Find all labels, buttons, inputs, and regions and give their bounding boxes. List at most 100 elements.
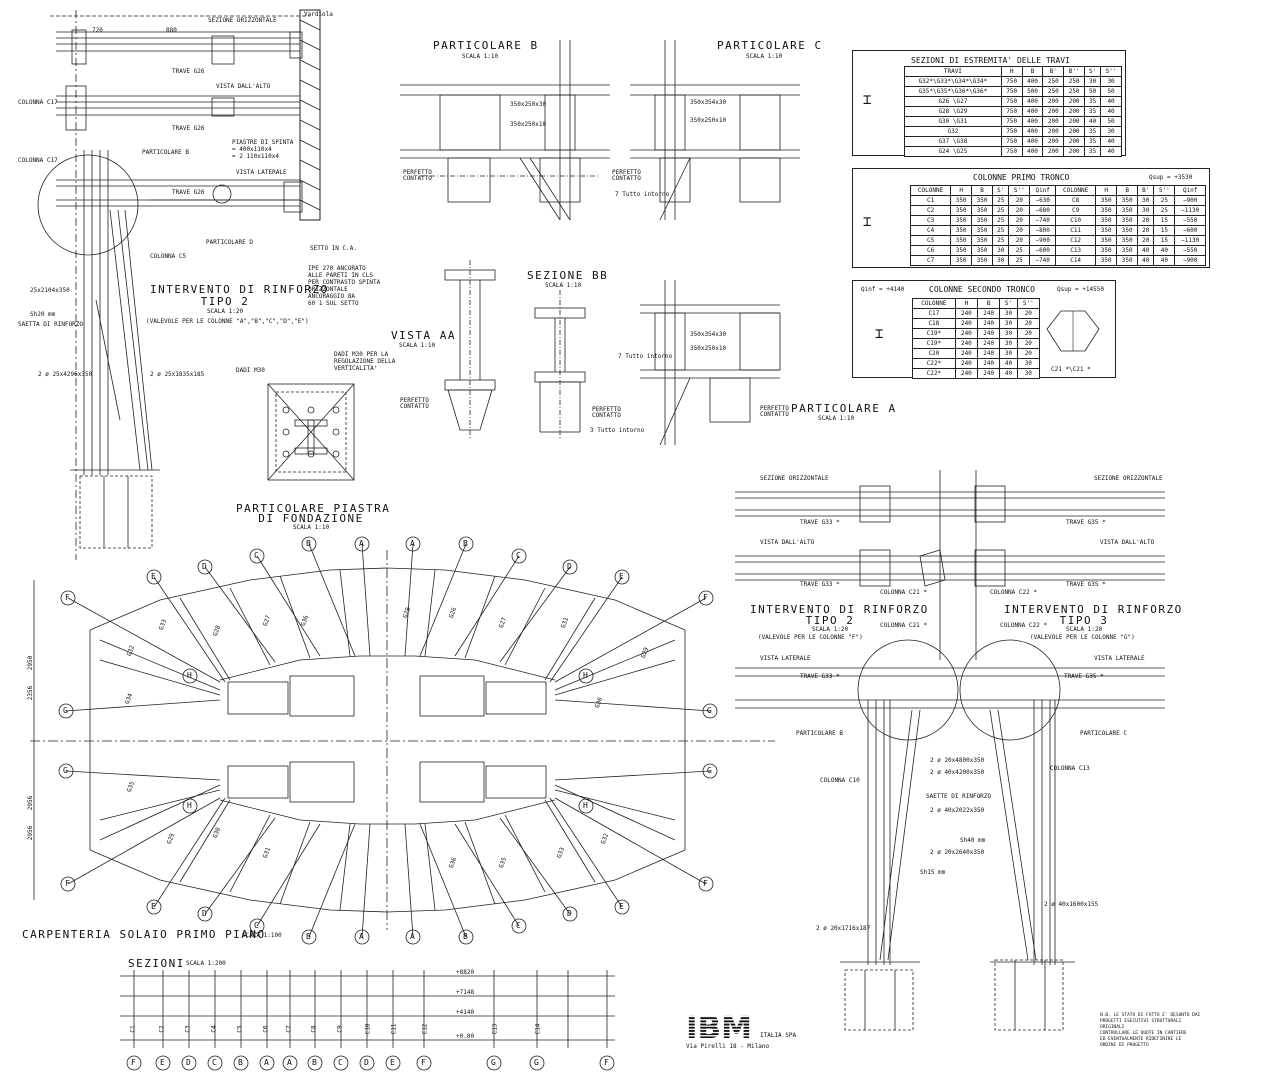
rb-vista-laterale-2: VISTA LATERALE <box>1094 655 1145 662</box>
sezioni-elevation-drawing <box>120 970 615 1071</box>
particolare-b-tutto: 7 Tutto intorno <box>615 191 670 198</box>
th: B <box>971 185 994 196</box>
table-cell: 350 <box>1116 215 1139 226</box>
table-cell: 350 <box>950 195 973 206</box>
table-cell: 30 <box>992 245 1010 256</box>
table-cell: −550 <box>1174 215 1206 226</box>
table-cell: 350 <box>1116 205 1139 216</box>
piastre-size-1: = 400x110x4 <box>232 146 272 153</box>
plan-side-axis-label-left: F <box>65 879 70 888</box>
table-cell: 40 <box>1100 106 1122 117</box>
sezioni-scale: SCALA 1:200 <box>186 960 226 967</box>
th-b: B <box>1021 66 1044 77</box>
table-cell: −600 <box>1174 225 1206 236</box>
saetta-label: SAETTA DI RINFORZO <box>18 321 84 328</box>
th: B' <box>1137 185 1155 196</box>
table-cell: G32 <box>904 126 1002 137</box>
table-cell: −550 <box>1174 245 1206 256</box>
table-cell: 750 <box>1000 96 1023 107</box>
plan-dim-label: 2950 <box>27 655 35 671</box>
table-cell: G35*\G35*\G36*\G36* <box>904 86 1002 97</box>
plan-h-axis-label: H <box>187 801 192 810</box>
th-travi: TRAVI <box>904 66 1002 77</box>
table-cell: 15 <box>1153 215 1176 226</box>
table-cell: 350 <box>950 255 973 266</box>
table-cell: 20 <box>1016 308 1041 319</box>
table-cell: 350 <box>1095 215 1118 226</box>
table-cell: −800 <box>1029 225 1057 236</box>
th: Qinf <box>1029 185 1057 196</box>
table-cell: 400 <box>1021 96 1044 107</box>
ibm-logo: IBM <box>686 1014 752 1040</box>
sezioni-column-label: C14 <box>534 1023 542 1035</box>
th: Qinf <box>1174 185 1206 196</box>
table-cell: 350 <box>1116 195 1139 206</box>
plan-top-axis-label: A <box>359 539 364 548</box>
particolare-b-pl1: 350x250x30 <box>510 101 547 108</box>
piastra-title-line1: PARTICOLARE PIASTRA <box>236 502 391 515</box>
dim-880: 880 <box>166 27 177 34</box>
table-cell: C14 <box>1055 255 1097 266</box>
table-cell: 240 <box>977 358 1001 369</box>
sezione-bb-vista-aa-drawing <box>444 260 586 440</box>
table-cell: 25 <box>992 225 1010 236</box>
table-cell: 25 <box>1153 205 1176 216</box>
plan-top-axis-label: C <box>516 551 521 560</box>
plan-side-axis-label-right: G <box>707 766 712 775</box>
table-cell: 30 <box>999 348 1018 359</box>
rb-colonna-c22-2: COLONNA C22 * <box>1000 622 1047 629</box>
table-cell: 20 <box>1137 225 1155 236</box>
octagon-section-icon <box>1046 310 1100 352</box>
table-cell: 750 <box>1000 136 1023 147</box>
vista-aa-perfetto: PERFETTO CONTATTO <box>400 397 429 410</box>
dadi-note-3: VERTICALITA' <box>334 365 378 372</box>
table-cell: 20 <box>1008 235 1031 246</box>
rb-trave-g33-3: TRAVE G33 * <box>800 673 840 680</box>
table-cell: 400 <box>1021 146 1044 157</box>
beam-dim-1: 25x2104x350 <box>30 287 70 294</box>
table-cell: 240 <box>954 358 979 369</box>
ipe-note-4: ORIZZONTALE <box>308 286 348 293</box>
table-cell: 750 <box>1000 146 1023 157</box>
table-cell: C1 <box>909 195 952 206</box>
ipe-note-5: ANCORAGGIO 8A <box>308 293 355 300</box>
table-cell: 40 <box>999 358 1018 369</box>
table-cell: 25 <box>992 215 1010 226</box>
table-cell: 40 <box>1137 245 1155 256</box>
table-cell: 200 <box>1042 136 1065 147</box>
rb-note-line: PROGETTI ESECUTIVI STRUTTURALI <box>1100 1019 1182 1024</box>
table-cell: C4 <box>909 225 952 236</box>
sezioni-column-label: C6 <box>262 1025 270 1033</box>
table-cell: −740 <box>1029 215 1057 226</box>
plan-bottom-axis-label: A <box>359 932 364 941</box>
sezioni-level-label: +4140 <box>456 1009 475 1016</box>
rb-note-line: ORDINI DI PROGETTO <box>1100 1043 1149 1048</box>
table-cell: 400 <box>1021 136 1044 147</box>
table-cell: −740 <box>1029 255 1057 266</box>
particolare-a-title: PARTICOLARE A <box>791 402 897 415</box>
i-beam-icon: ⌶ <box>863 92 872 108</box>
table-cell: −600 <box>1029 245 1057 256</box>
table-cell: 30 <box>1100 76 1122 87</box>
table-cell: 250 <box>1042 76 1065 87</box>
table-cell: 50 <box>1084 86 1102 97</box>
piastre-label: PIASTRE DI SPINTA <box>232 139 294 146</box>
rb-tipo2-title-1: INTERVENTO DI RINFORZO <box>750 603 929 616</box>
rb-s7: 2 ø 20x1716x187 <box>816 925 871 932</box>
table-cell: G37 \G38 <box>904 136 1002 147</box>
ipe-note-6: 60 1 SUL SETTO <box>308 300 359 307</box>
table-cell: 50 <box>1100 116 1122 127</box>
table-cell: 30 <box>999 328 1018 339</box>
table-cell: C9 <box>1055 205 1097 216</box>
table-cell: 750 <box>1000 76 1023 87</box>
table-cell: 350 <box>950 215 973 226</box>
particolare-a-tutto: 7 Tutto intorno <box>618 353 673 360</box>
